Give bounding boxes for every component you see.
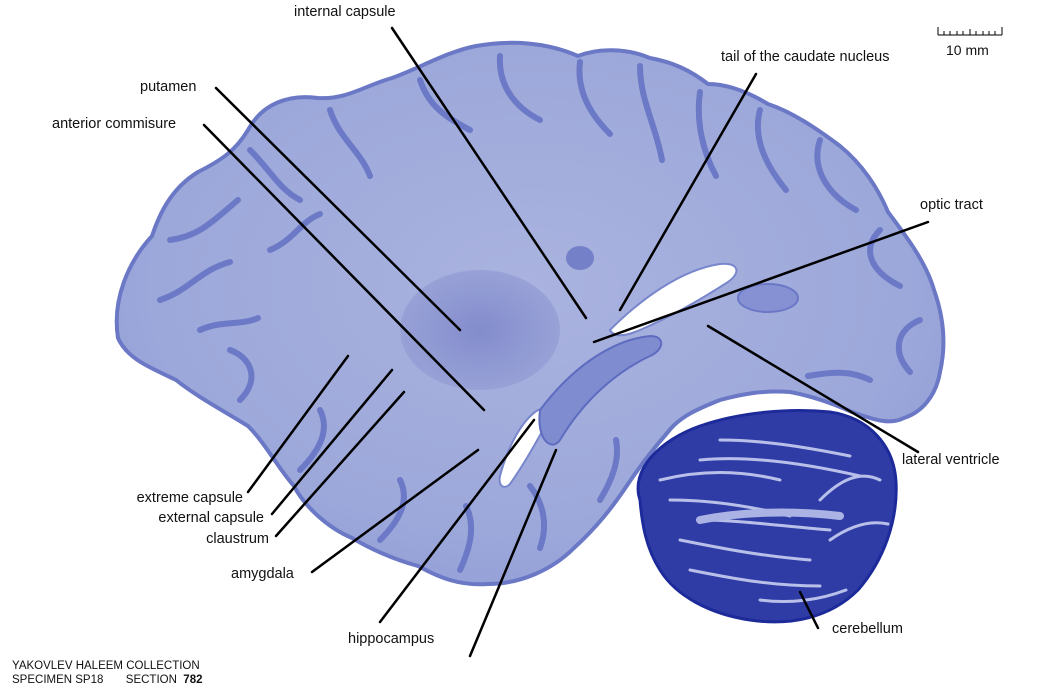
cortical-sulci: [157, 53, 923, 573]
scale-bar: [937, 27, 1003, 36]
label-hippocampus: hippocampus: [348, 631, 435, 647]
label-cerebellum: cerebellum: [832, 621, 903, 637]
deep-nucleus: [566, 246, 594, 270]
putamen-region: [400, 270, 560, 390]
leader-external-capsule: [270, 368, 394, 516]
leader-tail-caudate: [618, 72, 758, 312]
collection-name: YAKOVLEV HALEEM COLLECTION: [12, 660, 200, 672]
section-number: 782: [183, 674, 203, 686]
label-anterior-commisure: anterior commisure: [52, 116, 177, 132]
label-amygdala: amygdala: [231, 566, 294, 582]
leader-claustrum: [274, 390, 406, 538]
label-claustrum: claustrum: [206, 531, 269, 547]
cerebellum-shape: [636, 409, 898, 624]
leader-amygdala: [310, 448, 480, 574]
collection-credit: YAKOVLEV HALEEM COLLECTION SPECIMEN SP18…: [12, 659, 202, 687]
leader-hippocampus-2: [468, 448, 558, 658]
leader-lines: [202, 26, 930, 658]
label-putamen: putamen: [140, 79, 197, 95]
label-extreme-capsule: extreme capsule: [136, 490, 243, 506]
leader-putamen: [214, 86, 462, 332]
label-external-capsule: external capsule: [158, 510, 264, 526]
hippocampus-shape: [538, 334, 663, 446]
posterior-nucleus: [737, 283, 799, 313]
label-tail-caudate: tail of the caudate nucleus: [721, 49, 890, 65]
leader-optic-tract: [592, 220, 930, 344]
label-optic-tract: optic tract: [920, 197, 983, 213]
leader-extreme-capsule: [246, 354, 350, 494]
section-label: SECTION: [125, 674, 177, 686]
leader-lateral-ventricle: [706, 324, 920, 454]
leader-hippocampus: [378, 418, 536, 624]
specimen-id: SPECIMEN SP18: [12, 674, 104, 686]
leader-cerebellum: [798, 590, 820, 630]
label-lateral-ventricle: lateral ventricle: [902, 452, 1000, 468]
leader-internal-capsule: [390, 26, 588, 320]
leader-anterior-commisure: [202, 123, 486, 412]
scale-bar-label: 10 mm: [946, 42, 989, 58]
lateral-ventricle-shape: [608, 262, 738, 337]
specimen-line: SPECIMEN SP18 SECTION 782: [12, 673, 202, 687]
label-internal-capsule: internal capsule: [294, 4, 396, 20]
